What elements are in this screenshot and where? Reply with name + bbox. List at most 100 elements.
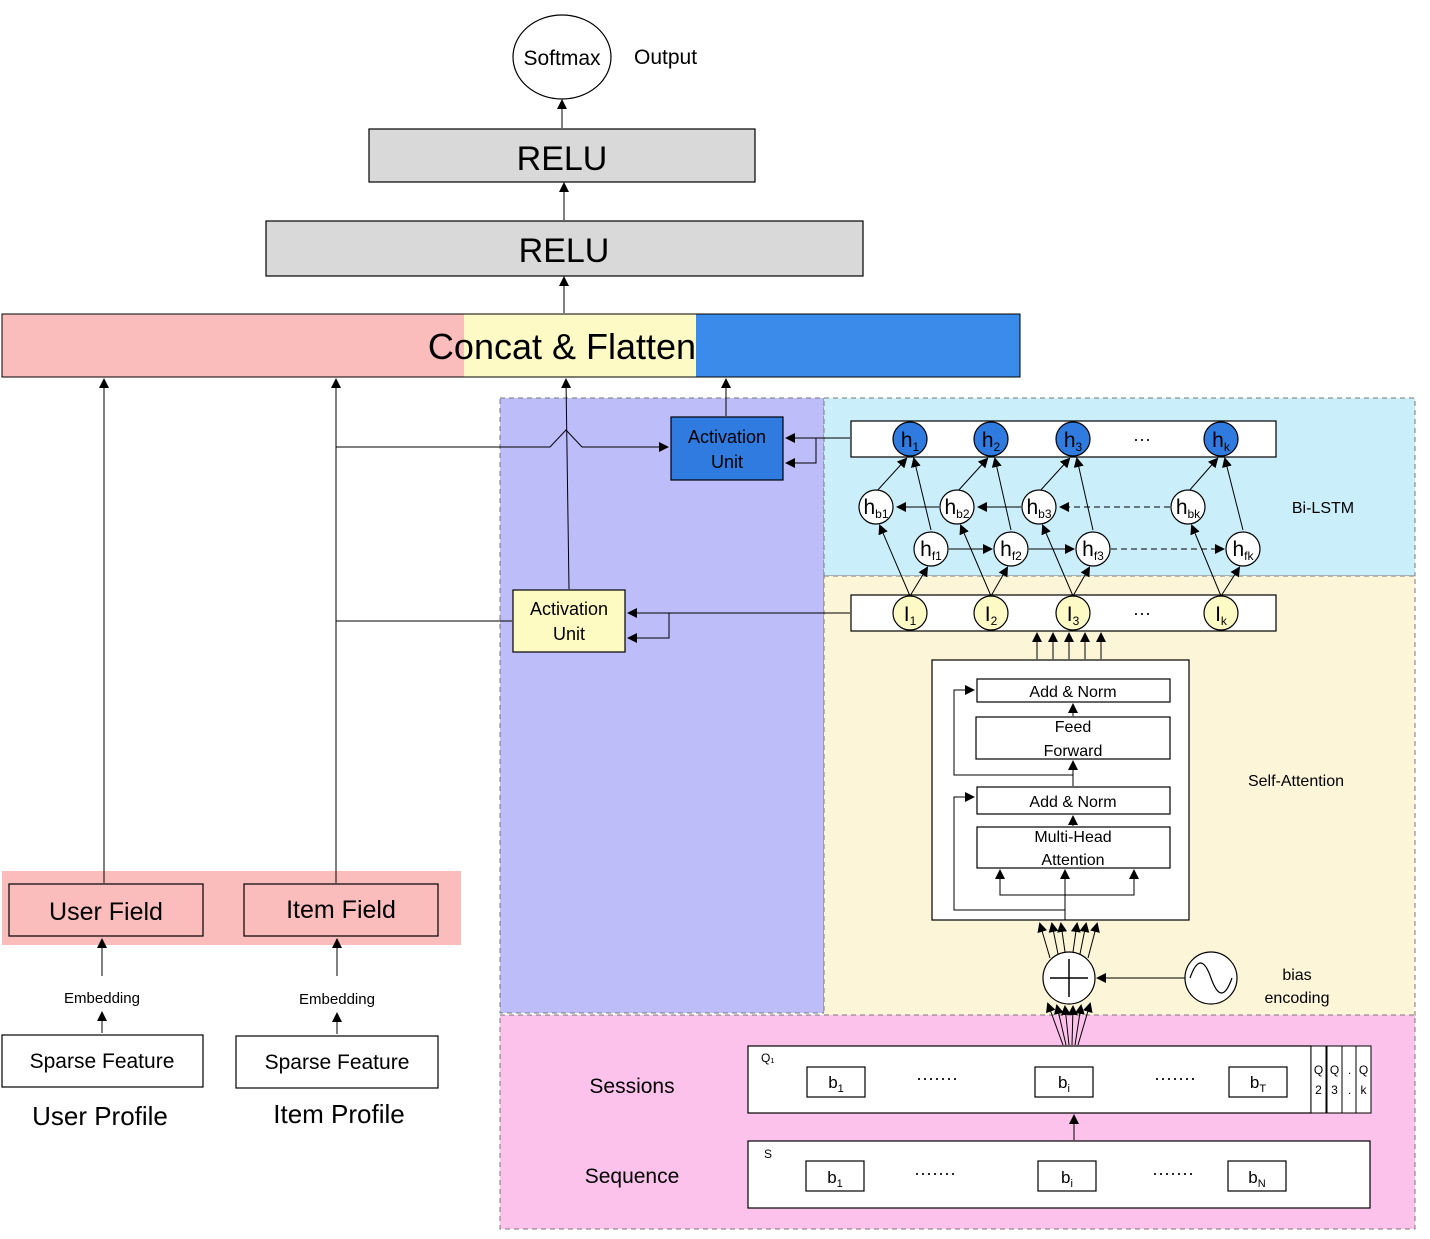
h-backward-node xyxy=(1021,489,1057,525)
item-embedding-label: Embedding xyxy=(299,991,375,1008)
arrow-sum-to-block xyxy=(1057,922,1068,953)
output-label: Output xyxy=(634,46,697,69)
line-hb-to-h xyxy=(1187,457,1219,493)
arrow-sessions-to-sum xyxy=(1074,1004,1085,1046)
session-item-label: b1 xyxy=(828,1073,844,1095)
h-forward-node xyxy=(1075,531,1111,567)
bilstm-ellipsis: ··· xyxy=(1133,429,1151,449)
activation-unit-bottom xyxy=(512,589,626,653)
line-interest-to-hb xyxy=(878,524,911,597)
h-output-label: hk xyxy=(1212,429,1231,454)
arrow-sum-to-block xyxy=(1048,922,1059,955)
line-hf-to-h xyxy=(911,457,932,531)
line-hb-to-h xyxy=(1038,457,1071,493)
multi-head-line1: Multi-Head xyxy=(1034,829,1111,846)
h-backward-label: hb2 xyxy=(944,496,969,521)
arrow-interest-to-activation-bottom-2 xyxy=(627,613,670,643)
user-profile-label: User Profile xyxy=(32,1101,168,1131)
multi-head-box xyxy=(976,826,1171,869)
feed-forward-line1: Feed xyxy=(1055,719,1091,736)
relu-bottom-label: RELU xyxy=(519,232,610,270)
multi-head-line2: Attention xyxy=(1041,852,1104,869)
interest-label: I2 xyxy=(985,603,998,628)
sequence-item-label: bi xyxy=(1061,1168,1073,1190)
feed-forward-box xyxy=(975,716,1171,760)
arrow-sessions-to-sum xyxy=(1053,1004,1067,1046)
activation-unit-top-line1: Activation xyxy=(688,427,766,447)
arrow-sessions-to-sum xyxy=(1046,1002,1064,1046)
query-column-bottom: . xyxy=(1348,1083,1351,1097)
bias-label-line1: bias xyxy=(1282,967,1311,984)
user-sparse-label: Sparse Feature xyxy=(30,1050,175,1073)
line-hf-to-h xyxy=(1073,457,1094,531)
arrow-sessions-to-sum xyxy=(1060,1005,1071,1046)
h-forward-node xyxy=(993,531,1029,567)
purple-region xyxy=(499,397,825,1014)
interest-node xyxy=(892,595,928,631)
h-backward-node xyxy=(1170,489,1206,525)
line-interest-to-hb xyxy=(1041,524,1074,597)
query-column-top: Q xyxy=(1359,1063,1368,1077)
arrow-sessions-to-sum xyxy=(1077,1002,1093,1046)
query-column-top: . xyxy=(1348,1063,1351,1077)
bias-label-line2: encoding xyxy=(1265,990,1330,1007)
activation-unit-bottom-line2: Unit xyxy=(553,624,585,644)
add-norm-bottom-box xyxy=(976,786,1171,815)
h-forward-label: hf1 xyxy=(920,538,942,563)
query-column xyxy=(1310,1045,1327,1114)
line-hf-to-h xyxy=(991,457,1012,531)
user-sparse-box xyxy=(1,1034,204,1088)
block-to-interest-arrows xyxy=(1032,632,1106,659)
item-sparse-label: Sparse Feature xyxy=(265,1051,410,1074)
sequence-item-box xyxy=(1037,1160,1097,1192)
interest-ellipsis: ··· xyxy=(1133,603,1151,623)
user-field-label: User Field xyxy=(49,898,163,926)
line-interest-to-hf xyxy=(909,566,929,597)
line-hf-to-h xyxy=(1222,457,1244,531)
sessions-dots-1: ······· xyxy=(916,1068,958,1088)
sequence-item-label: b1 xyxy=(827,1168,843,1190)
activation-unit-bottom-line1: Activation xyxy=(530,599,608,619)
h-forward-label: hfk xyxy=(1232,538,1254,563)
arrow-sum-to-block xyxy=(1079,922,1090,955)
session-item-label: bi xyxy=(1058,1073,1070,1095)
arrow-sum-to-block xyxy=(1087,922,1100,959)
concat-blue-segment xyxy=(696,314,1020,377)
sum-to-block-arrows xyxy=(1037,922,1100,1046)
h-forward-label: hf2 xyxy=(1000,538,1022,563)
item-field-label: Item Field xyxy=(286,896,396,924)
line-interest-to-hf xyxy=(990,566,1008,597)
h-output-label: h3 xyxy=(1064,429,1083,454)
h-backward-label: hb1 xyxy=(863,496,888,521)
h-backward-node xyxy=(939,489,975,525)
query-column-top: Q xyxy=(1330,1063,1339,1077)
sequence-label: Sequence xyxy=(585,1165,680,1188)
interest-node xyxy=(973,595,1009,631)
line-interest-to-hb xyxy=(959,524,992,597)
residual-bottom xyxy=(953,792,1065,911)
session-item-box xyxy=(1228,1066,1288,1098)
interest-label: I3 xyxy=(1067,603,1080,628)
line-interest-to-hf xyxy=(1072,566,1090,597)
h-backward-label: hbk xyxy=(1176,496,1201,521)
arrow-bilstm-to-activation-top-2 xyxy=(785,438,817,468)
softmax-label: Softmax xyxy=(523,47,601,70)
h-forward-label: hf3 xyxy=(1082,538,1104,563)
line-interest-to-hb xyxy=(1190,524,1222,597)
user-embedding-label: Embedding xyxy=(64,990,140,1007)
query-column xyxy=(1326,1045,1343,1114)
h-output-node xyxy=(1055,421,1091,457)
sequence-s: S xyxy=(764,1147,772,1161)
concat-pink-segment xyxy=(2,314,464,377)
interest-node xyxy=(1203,595,1239,631)
sequence-item-box xyxy=(805,1160,865,1192)
interest-label: Ik xyxy=(1215,603,1228,628)
activation-unit-top-line2: Unit xyxy=(711,452,743,472)
query-column-bottom: 2 xyxy=(1315,1083,1322,1097)
h-output-node xyxy=(1203,421,1239,457)
h-forward-node xyxy=(913,531,949,567)
add-norm-bottom-label: Add & Norm xyxy=(1029,794,1116,811)
